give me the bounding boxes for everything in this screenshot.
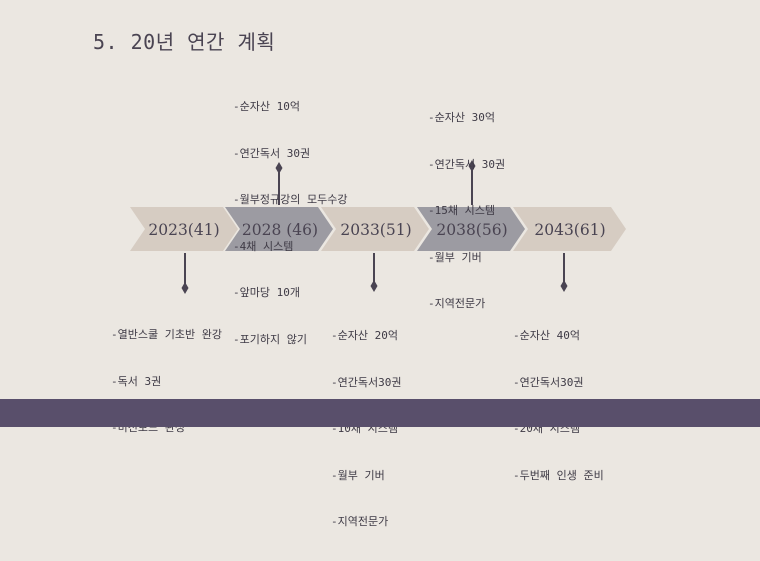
milestone-2038: 2038(56): [417, 207, 525, 251]
note-line: -포기하지 않기: [233, 332, 307, 346]
note-line: -지역전문가: [331, 515, 389, 528]
connector-2033: [370, 253, 378, 292]
milestone-2033: 2033(51): [321, 207, 429, 251]
note-line: -순자산 20억: [331, 329, 398, 342]
note-line: -15채 시스템: [428, 204, 495, 217]
milestone-label: 2028 (46): [242, 221, 318, 239]
note-line: -연간독서 30권: [233, 146, 311, 160]
connector-2028: [275, 162, 283, 205]
note-line: -4채 시스템: [233, 239, 294, 253]
timeline: 2023(41) 2028 (46) 2033(51) 2038(56) 204…: [130, 160, 626, 294]
chevron-shape: [321, 207, 429, 251]
milestone-2023: 2023(41): [130, 207, 238, 251]
note-line: -월부 기버: [331, 468, 385, 482]
notes-2033: -순자산 20억 -연간독서30권 -10채 시스템 -월부 기버 -지역전문가: [331, 297, 401, 561]
note-line: -연간독서 30권: [428, 157, 506, 171]
chevron-shape: [130, 207, 238, 251]
notes-2028: -순자산 10억 -연간독서 30권 -월부정규강의 모두수강 -4채 시스템 …: [233, 68, 347, 378]
note-line: -순자산 10억: [233, 100, 300, 113]
connector-2038: [468, 160, 476, 205]
note-line: -지역전문가: [428, 297, 486, 310]
note-line: -연간독서30권: [331, 375, 402, 389]
note-line: -연간독서30권: [513, 375, 584, 389]
note-line: -열반스쿨 기초반 완강: [111, 328, 222, 341]
notes-2023: -열반스쿨 기초반 완강 -독서 3권 -비전보드 완성: [111, 296, 222, 467]
chevron-shape: [513, 207, 626, 251]
milestone-2043: 2043(61): [513, 207, 626, 251]
milestone-label: 2033(51): [340, 221, 411, 239]
milestone-label: 2023(41): [148, 221, 219, 239]
note-line: -독서 3권: [111, 374, 162, 388]
chevron-shape: [225, 207, 333, 251]
note-line: -순자산 40억: [513, 329, 580, 342]
slide: 5. 20년 연간 계획 2023(41) 2028 (46) 2033(51)…: [0, 30, 760, 528]
milestone-label: 2043(61): [534, 221, 605, 239]
milestone-label: 2038(56): [436, 221, 507, 239]
milestone-2028: 2028 (46): [225, 207, 333, 251]
note-line: -순자산 30억: [428, 111, 495, 124]
note-line: -두번째 인생 준비: [513, 468, 604, 482]
note-line: -앞마당 10개: [233, 286, 300, 299]
note-line: -월부 기버: [428, 250, 482, 264]
footer-bar: [0, 399, 760, 427]
note-line: -월부정규강의 모두수강: [233, 193, 348, 206]
connector-2043: [560, 253, 568, 292]
notes-2038: -순자산 30억 -연간독서 30권 -15채 시스템 -월부 기버 -지역전문…: [428, 79, 505, 343]
chevron-shape: [417, 207, 525, 251]
slide-title: 5. 20년 연간 계획: [93, 30, 276, 54]
connector-2023: [181, 253, 189, 294]
